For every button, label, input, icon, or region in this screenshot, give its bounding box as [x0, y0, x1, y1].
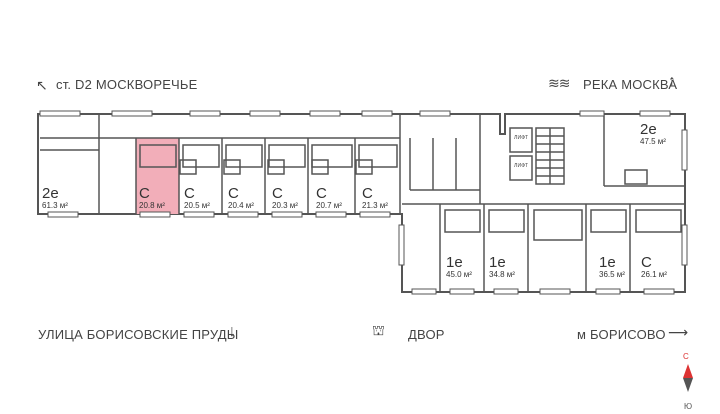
compass-icon [683, 364, 693, 392]
apartment-a4[interactable]: С 20.4 м² [228, 186, 254, 210]
apartment-a5[interactable]: С 20.3 м² [272, 186, 298, 210]
courtyard-icon: ⛫ [372, 322, 386, 338]
apartment-a10[interactable]: 1е 36.5 м² [599, 255, 625, 279]
apartment-a1[interactable]: 2е 61.3 м² [42, 186, 68, 210]
direction-arrow-east: ⟶ [668, 324, 689, 340]
compass-south-label: Ю [684, 402, 693, 411]
apartment-type: С [139, 185, 150, 202]
apartment-type: С [228, 185, 239, 202]
compass-north-label: С [683, 352, 689, 361]
apartment-area: 34.8 м² [489, 270, 515, 279]
apartment-area: 20.4 м² [228, 201, 254, 210]
apartment-a8[interactable]: 1е 45.0 м² [446, 255, 472, 279]
apartment-a6[interactable]: С 20.7 м² [316, 186, 342, 210]
apartment-type: 1е [599, 254, 616, 271]
label-top-left: ст. D2 МОСКВОРЕЧЬЕ [56, 77, 198, 92]
apartment-area: 36.5 м² [599, 270, 625, 279]
apartment-a2[interactable]: С 20.8 м² [139, 186, 165, 210]
direction-arrow-down: ↓ [228, 323, 237, 340]
apartment-type: С [316, 185, 327, 202]
apartment-type: 1е [489, 254, 506, 271]
apartment-type: 1е [446, 254, 463, 271]
lift-label: ЛИФТ [514, 135, 529, 141]
water-icon: ≋≋ [548, 75, 570, 91]
apartment-area: 47.5 м² [640, 137, 666, 146]
apartment-type: С [184, 185, 195, 202]
apartment-area: 26.1 м² [641, 270, 667, 279]
direction-arrow-up: ↑ [668, 73, 677, 90]
apartment-area: 45.0 м² [446, 270, 472, 279]
apartment-a9[interactable]: 1е 34.8 м² [489, 255, 515, 279]
apartment-a3[interactable]: С 20.5 м² [184, 186, 210, 210]
apartment-a7[interactable]: С 21.3 м² [362, 186, 388, 210]
apartment-type: 2е [640, 121, 657, 138]
apartment-a11[interactable]: С 26.1 м² [641, 255, 667, 279]
apartment-area: 20.5 м² [184, 201, 210, 210]
apartment-type: С [641, 254, 652, 271]
apartment-area: 61.3 м² [42, 201, 68, 210]
apartment-area: 20.7 м² [316, 201, 342, 210]
direction-arrow-northwest: ↖ [36, 77, 48, 93]
apartment-type: С [272, 185, 283, 202]
apartment-type: С [362, 185, 373, 202]
label-top-right: РЕКА МОСКВА [583, 77, 678, 92]
lift-label: ЛИФТ [514, 163, 529, 169]
selected-apartment-highlight [136, 138, 179, 214]
apartment-area: 20.8 м² [139, 201, 165, 210]
label-bottom-center: ДВОР [408, 327, 445, 342]
label-bottom-left: УЛИЦА БОРИСОВСКИЕ ПРУДЫ [38, 327, 239, 342]
label-bottom-right: м БОРИСОВО [577, 327, 666, 342]
apartment-area: 20.3 м² [272, 201, 298, 210]
apartment-a12[interactable]: 2е 47.5 м² [640, 122, 666, 146]
apartment-type: 2е [42, 185, 59, 202]
apartment-area: 21.3 м² [362, 201, 388, 210]
